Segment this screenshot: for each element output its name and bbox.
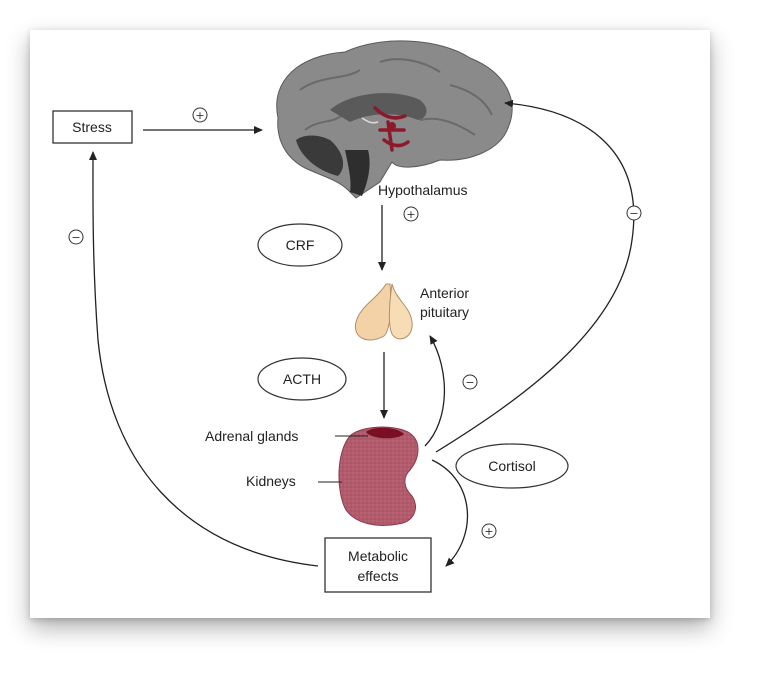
metabolic-effects-box — [324, 537, 432, 593]
hypothalamus-plus-text: + — [406, 208, 415, 221]
kidneys-label: Kidneys — [246, 473, 296, 489]
metabolic-to-stress-arrow — [88, 151, 319, 567]
metabolic-stress-minus-sign — [68, 229, 84, 245]
cortisol-to-brain-arrow — [435, 99, 635, 453]
metabolic-stress-minus-text: − — [71, 231, 80, 244]
acth-label: ACTH — [283, 371, 321, 387]
cortisol-ellipse — [455, 443, 569, 489]
metabolic-label-line1: Metabolic — [348, 548, 408, 564]
stress-box — [52, 110, 133, 144]
cortisol-brain-minus-sign — [626, 205, 642, 221]
metabolic-label-line2: effects — [358, 568, 399, 584]
acth-ellipse — [257, 357, 347, 401]
pituitary-label-line2: pituitary — [420, 304, 469, 320]
brain-illustration — [276, 40, 513, 199]
crf-label: CRF — [286, 237, 315, 253]
cortisol-pituitary-minus-text: − — [465, 376, 474, 389]
cortisol-label: Cortisol — [488, 458, 535, 474]
pituitary-gland — [354, 283, 413, 341]
kidney-illustration — [338, 426, 419, 526]
crf-ellipse — [257, 223, 343, 267]
pituitary-label-line1: Anterior — [420, 285, 469, 301]
adrenal-gland-shape — [366, 427, 404, 439]
hypothalamus-plus-sign — [403, 206, 419, 222]
stress-plus-sign — [192, 107, 208, 123]
stress-label: Stress — [72, 119, 112, 135]
cortisol-to-metabolic-arrow — [431, 459, 469, 567]
adrenal-label: Adrenal glands — [205, 428, 298, 444]
cortisol-metabolic-plus-text: + — [484, 525, 493, 538]
cortisol-to-pituitary-arrow — [424, 335, 446, 447]
cortisol-pituitary-minus-sign — [462, 374, 478, 390]
cortisol-brain-minus-text: − — [629, 207, 638, 220]
hypothalamus-label: Hypothalamus — [378, 182, 468, 198]
cortisol-metabolic-plus-sign — [481, 523, 497, 539]
stress-plus-text: + — [195, 109, 204, 122]
